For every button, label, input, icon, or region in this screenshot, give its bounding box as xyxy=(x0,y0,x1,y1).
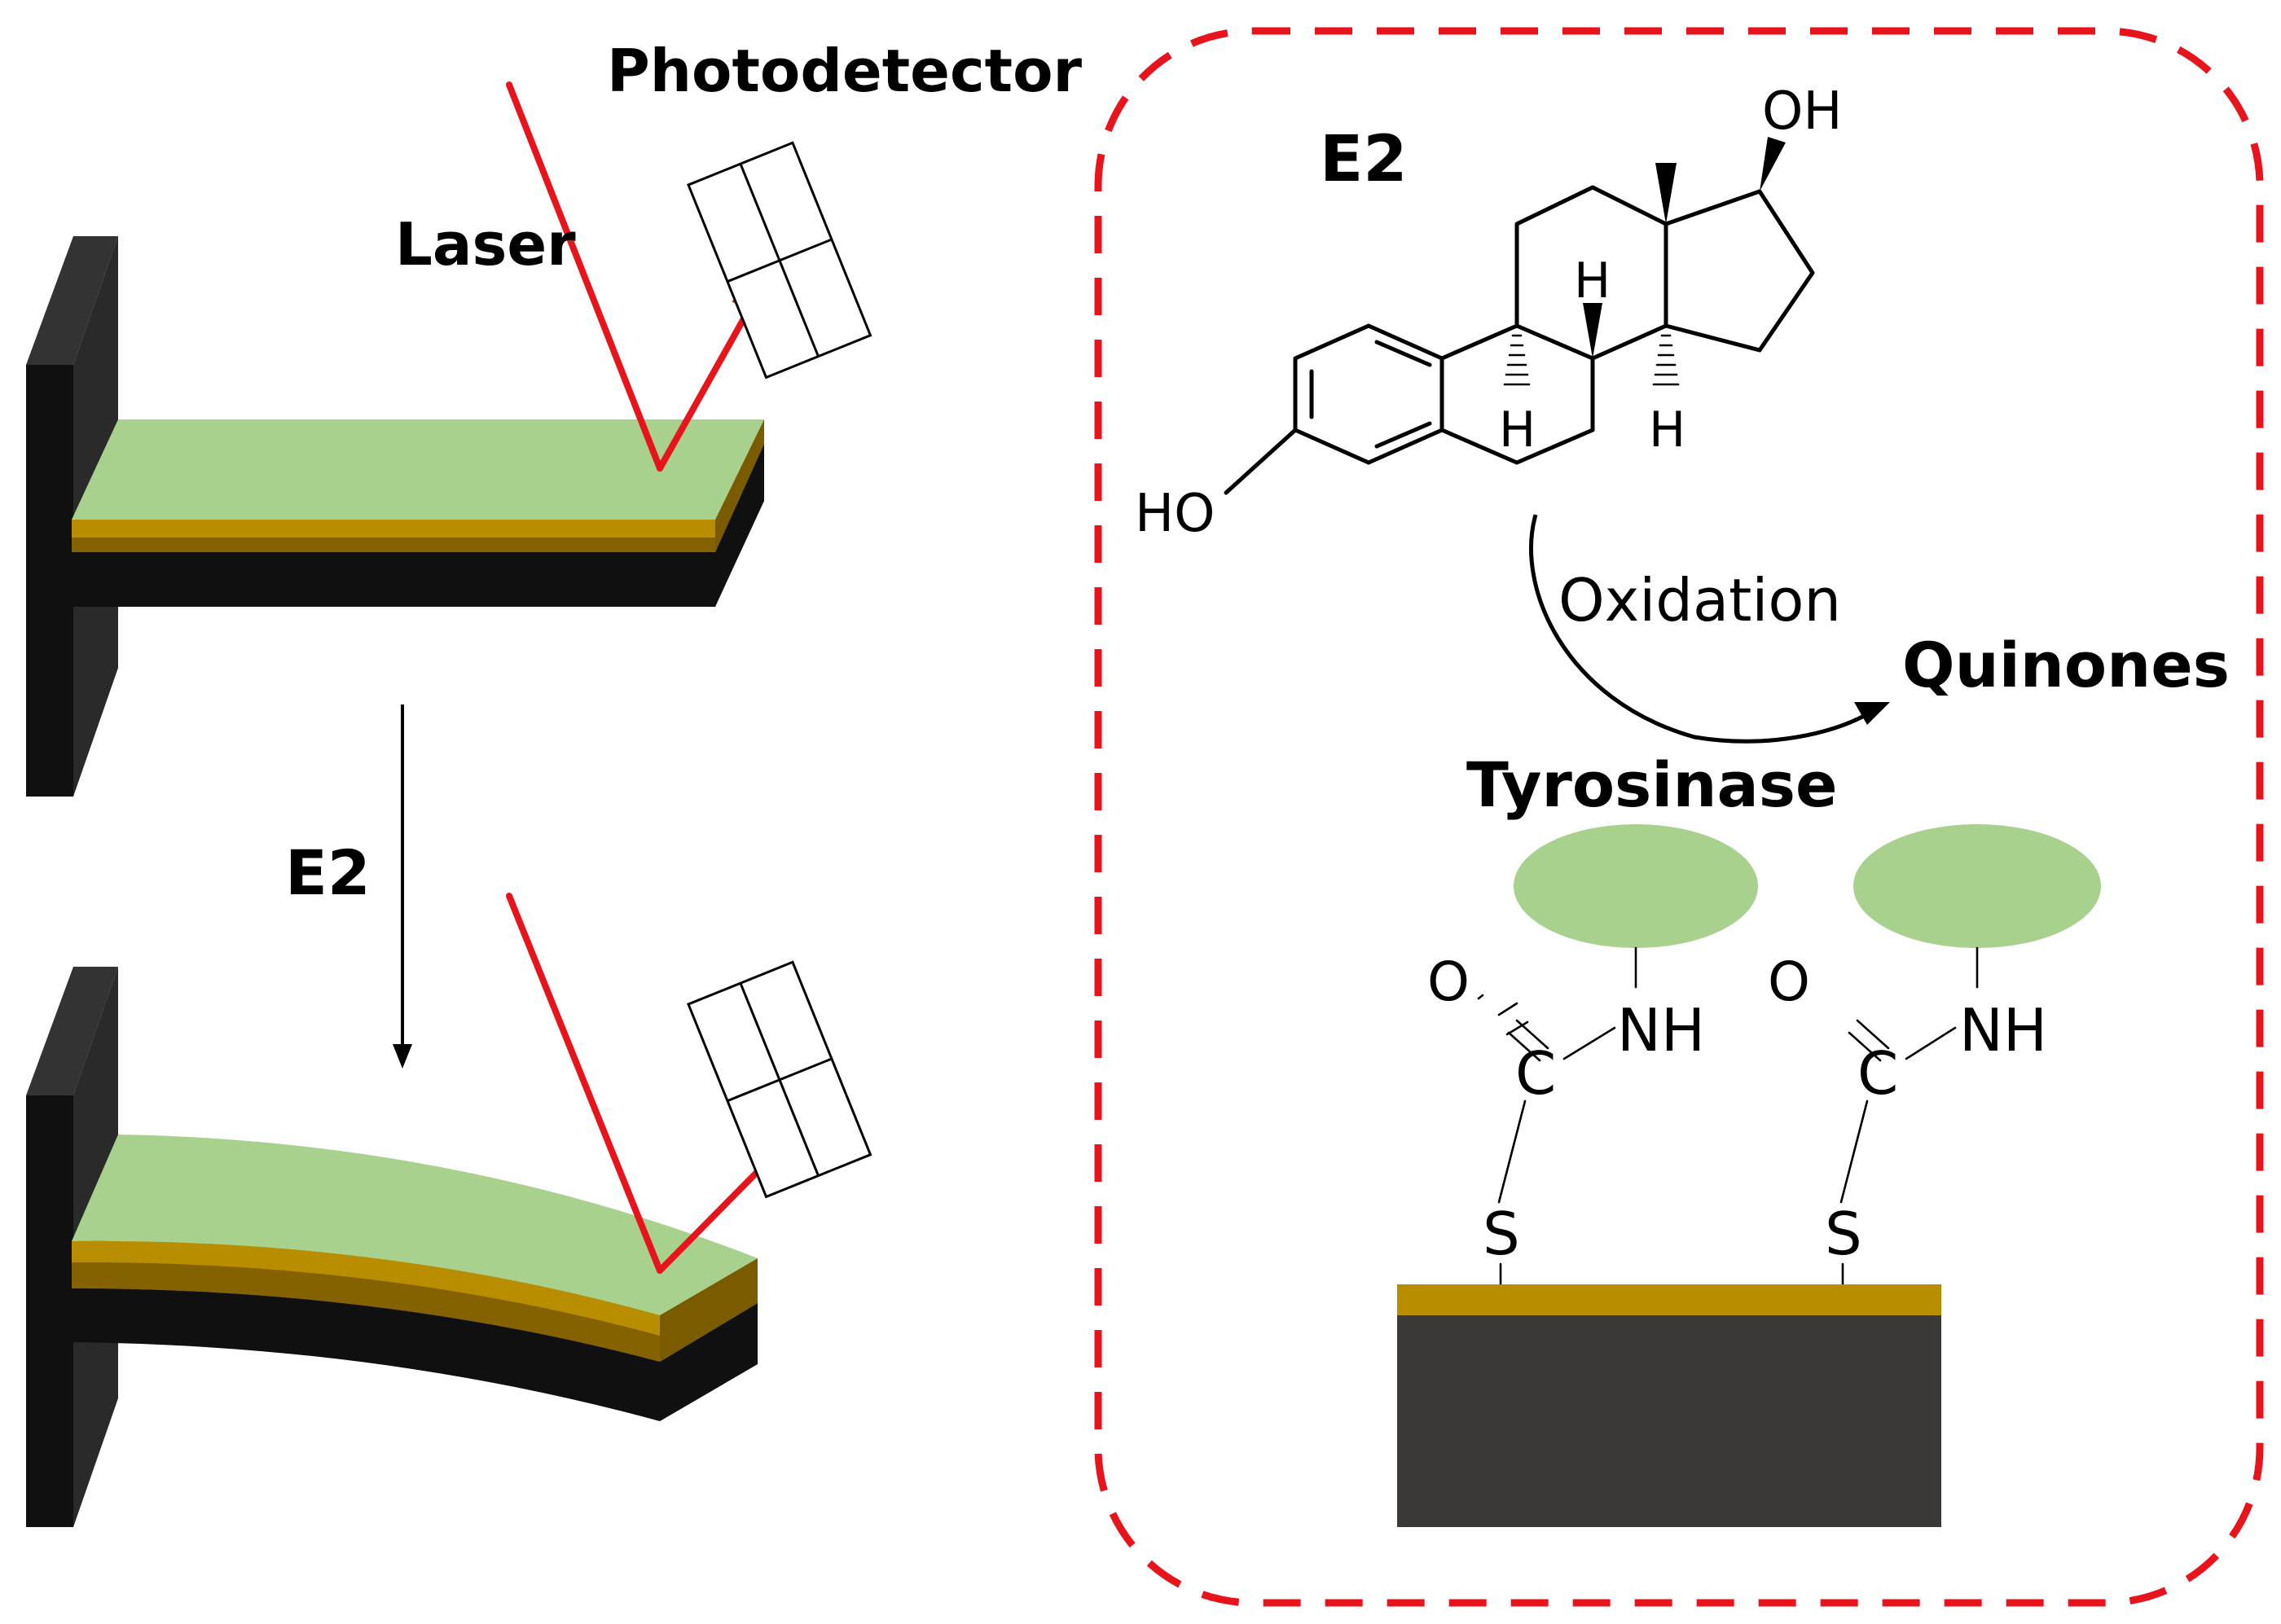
beam-bottom-gold-shadow xyxy=(72,1262,660,1362)
o-symbol-left: O xyxy=(1427,950,1470,1013)
photodetector-bottom xyxy=(687,960,872,1199)
beam-bottom-gold-side xyxy=(660,1258,758,1362)
wall-top-front xyxy=(26,365,73,797)
oh-wedge xyxy=(1760,137,1786,191)
oh-top-label: OH xyxy=(1762,81,1843,142)
photodetector-top xyxy=(687,141,872,380)
laser-top-incident xyxy=(506,81,663,472)
h-right-hash xyxy=(1652,334,1680,386)
laser-top-reflected xyxy=(657,296,758,472)
beam-top-black-side xyxy=(715,444,764,607)
h-left-label: H xyxy=(1499,402,1536,459)
estradiol-structure: OH HO H H H xyxy=(1135,81,1843,544)
beam-top-black-layer xyxy=(72,552,715,607)
s-symbol-left: S xyxy=(1483,1200,1520,1268)
laser-bottom-incident xyxy=(506,893,663,1274)
beam-bottom-black-side xyxy=(660,1303,758,1421)
methyl-wedge xyxy=(1655,163,1677,224)
quinones-label: Quinones xyxy=(1902,629,2230,701)
s-symbol-right: S xyxy=(1825,1200,1862,1268)
h-center-label: H xyxy=(1574,252,1611,309)
c-symbol-left: C xyxy=(1515,1039,1556,1108)
beam-bottom-black-layer xyxy=(72,1288,660,1421)
nh-symbol-left: NH xyxy=(1617,996,1705,1064)
linker-left: O C NH S xyxy=(1427,946,1705,1290)
oxidation-label: Oxidation xyxy=(1558,566,1841,634)
e2-step-label: E2 xyxy=(285,836,371,909)
h-left-hash xyxy=(1503,334,1531,386)
linker-right: O C NH S xyxy=(1768,946,2047,1290)
h-center-wedge xyxy=(1583,303,1602,358)
o-symbol-right: O xyxy=(1768,950,1810,1013)
tyrosinase-label: Tyrosinase xyxy=(1466,748,1838,821)
beam-top-gold-side xyxy=(715,419,764,552)
wall-bottom-side xyxy=(26,967,118,1095)
wall-top-side xyxy=(26,236,118,365)
step-arrow xyxy=(393,704,412,1069)
beam-top-green-surface xyxy=(72,419,764,520)
gold-layer xyxy=(1397,1284,1941,1315)
tyrosinase-enzyme-right xyxy=(1853,824,2101,948)
tyrosinase-enzyme-left xyxy=(1514,824,1758,948)
cantilever-substrate xyxy=(1397,1315,1941,1527)
cantilever-top-assembly xyxy=(26,236,764,797)
beam-bottom-green-surface xyxy=(72,1135,758,1333)
c-symbol-right: C xyxy=(1857,1039,1898,1108)
ho-left-label: HO xyxy=(1135,484,1215,544)
nh-symbol-right: NH xyxy=(1959,996,2047,1064)
cantilever-bottom-assembly xyxy=(26,967,758,1527)
e2-molecule-label: E2 xyxy=(1320,123,1408,196)
oxidation-arrow xyxy=(1529,514,1890,744)
h-right-label: H xyxy=(1649,402,1685,459)
photodetector-label: Photodetector xyxy=(607,37,1083,105)
beam-top-gold-shadow xyxy=(72,538,715,552)
wall-bottom-front xyxy=(26,1095,73,1527)
laser-label: Laser xyxy=(395,210,576,279)
